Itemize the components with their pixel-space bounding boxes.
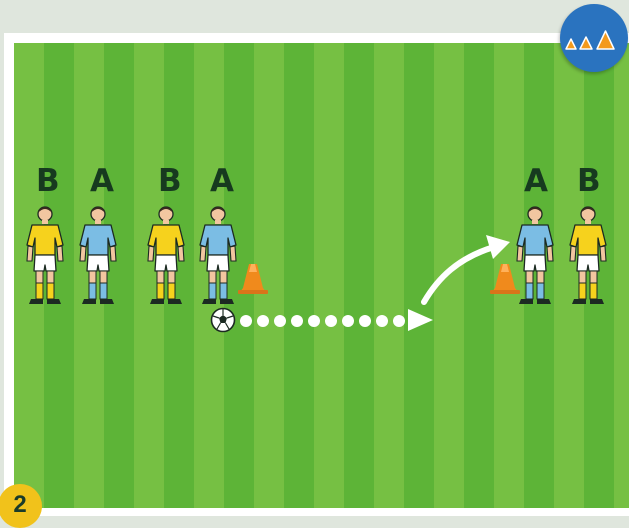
dribble-path-dot	[359, 315, 371, 327]
team-label-b: B	[36, 166, 60, 197]
cone-icon	[488, 262, 522, 296]
cones-logo-badge	[560, 4, 628, 72]
drill-diagram: B A B A A B	[0, 0, 629, 516]
dribble-path-dot	[240, 315, 252, 327]
team-label-b: B	[577, 166, 601, 197]
cone-icon	[236, 262, 270, 296]
player-icon	[196, 205, 240, 309]
team-label-a: A	[524, 166, 548, 197]
dribble-path-dot	[376, 315, 388, 327]
player-icon	[23, 205, 67, 309]
dribble-path-dot	[325, 315, 337, 327]
dribble-path-dot	[393, 315, 405, 327]
dribble-path-dot	[257, 315, 269, 327]
dribble-path-dot	[291, 315, 303, 327]
soccer-ball-icon	[210, 307, 236, 333]
step-number: 2	[0, 493, 42, 517]
player-icon	[566, 205, 610, 309]
player-icon	[76, 205, 120, 309]
dribble-path-dot	[274, 315, 286, 327]
team-label-b: B	[158, 166, 182, 197]
step-badge: 2	[0, 484, 42, 528]
team-label-a: A	[90, 166, 114, 197]
dribble-path-dot	[342, 315, 354, 327]
team-label-a: A	[210, 166, 234, 197]
player-icon	[144, 205, 188, 309]
dribble-path-dot	[308, 315, 320, 327]
three-cones-icon	[560, 4, 628, 72]
